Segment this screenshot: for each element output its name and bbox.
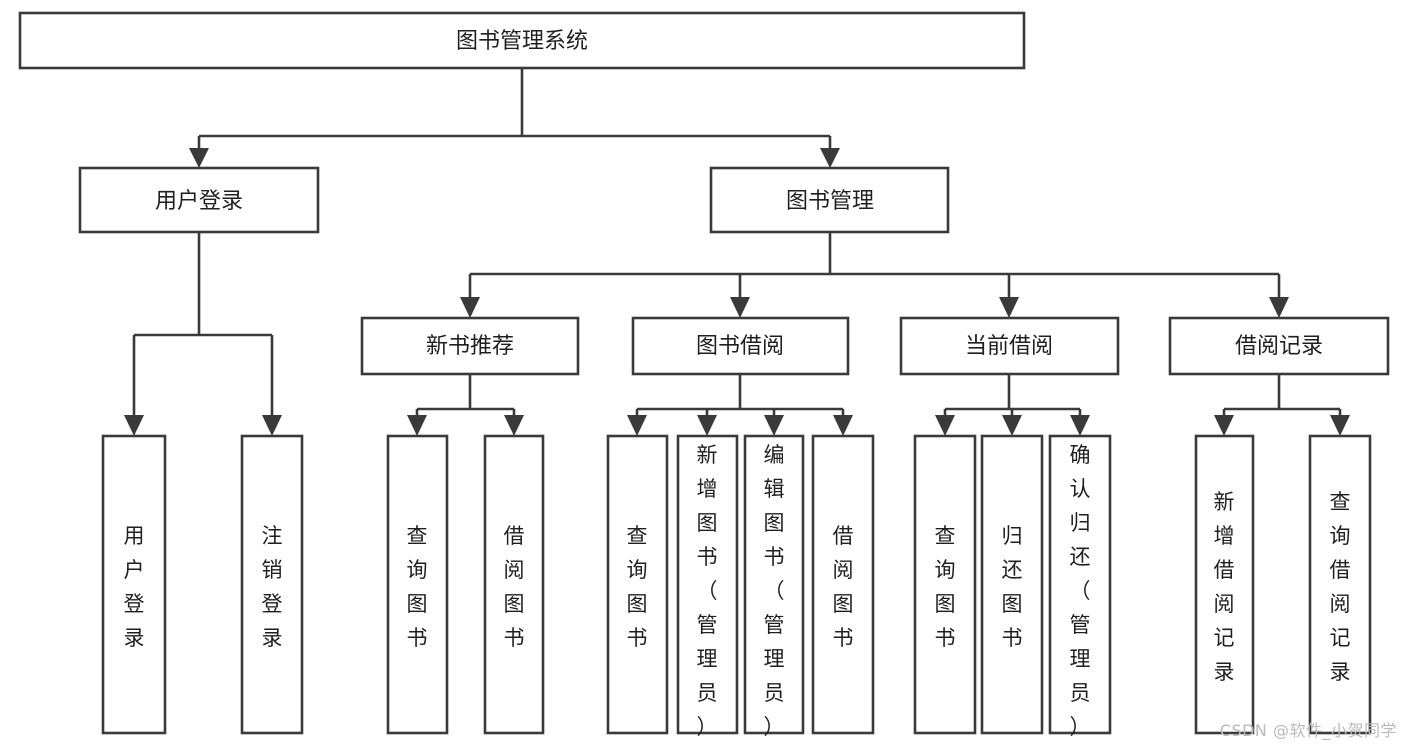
node-borrow-record-label: 借阅记录 <box>1235 334 1323 359</box>
node-layer: 图书管理系统 用户登录 图书管理 新书推荐 图书借阅 当前 <box>18 11 1390 735</box>
arrow-head-icon <box>189 148 209 168</box>
node-borrow-record-box[interactable] <box>1168 316 1390 376</box>
leaf-label-query-book-borrow: 查询图书 <box>627 524 648 650</box>
leaf-box-confirm-return[interactable] <box>1048 434 1112 735</box>
leaf-label-query-book-new: 查询图书 <box>407 524 428 650</box>
node-book-borrow-box[interactable] <box>631 316 850 376</box>
arrow-head-icon <box>407 415 427 436</box>
arrow-head-icon <box>730 297 750 318</box>
leaf-box-query-book-new[interactable] <box>386 434 449 735</box>
leaf-label-borrow-book-new: 借阅图书 <box>504 524 525 650</box>
node-book-borrow[interactable]: 图书借阅 <box>631 316 850 376</box>
leaf-box-borrow-book-new[interactable] <box>483 434 545 735</box>
arrow-head-icon <box>627 415 647 436</box>
leaf-label-edit-book-admin: 编辑图书（管理员） <box>764 443 785 739</box>
leaf-box-borrow-book[interactable] <box>811 434 875 735</box>
csdn-watermark: CSDN @软件_小贺同学 <box>1219 721 1397 740</box>
arrow-head-icon <box>504 415 524 436</box>
leaf-box-query-record[interactable] <box>1308 434 1372 735</box>
arrow-head-icon <box>764 415 784 436</box>
arrow-head-icon <box>1002 415 1022 436</box>
leaf-label-query-record: 查询借阅记录 <box>1330 490 1351 684</box>
node-root-label: 图书管理系统 <box>456 29 588 54</box>
node-current-borrow[interactable]: 当前借阅 <box>899 316 1120 376</box>
node-book-management-label: 图书管理 <box>786 189 874 214</box>
leaf-box-user-login[interactable] <box>101 434 167 735</box>
node-borrow-record[interactable]: 借阅记录 <box>1168 316 1390 376</box>
arrow-head-icon <box>999 297 1019 318</box>
leaf-label-query-book-cur: 查询图书 <box>935 524 956 650</box>
leaf-label-add-record: 新增借阅记录 <box>1214 490 1235 684</box>
leaf-box-query-book-cur[interactable] <box>913 434 977 735</box>
arrow-head-icon <box>1214 415 1234 436</box>
leaf-label-add-book-admin: 新增图书（管理员） <box>697 443 718 739</box>
node-root-box[interactable] <box>18 11 1026 70</box>
leaf-box-return-book[interactable] <box>980 434 1044 735</box>
node-current-borrow-label: 当前借阅 <box>965 334 1053 359</box>
leaf-box-query-book-borrow[interactable] <box>606 434 669 735</box>
leaf-label-confirm-return: 确认归还（管理员） <box>1070 443 1091 739</box>
node-new-book-recommend-label: 新书推荐 <box>426 334 514 359</box>
node-book-management-box[interactable] <box>709 166 950 234</box>
arrow-head-icon <box>697 415 717 436</box>
node-current-borrow-box[interactable] <box>899 316 1120 376</box>
leaf-box-add-record[interactable] <box>1194 434 1255 735</box>
connector-layer <box>124 68 1350 436</box>
leaf-label-borrow-book: 借阅图书 <box>833 524 854 650</box>
arrow-head-icon <box>460 297 480 318</box>
node-user-login-box[interactable] <box>78 166 320 234</box>
leaf-label-layer: 用户登录 注销登录 查询图书 借阅图书 查询图书 新增图书（管理员） 编辑图书（… <box>124 443 1351 739</box>
leaf-label-user-login: 用户登录 <box>124 524 145 650</box>
arrow-head-icon <box>1070 415 1090 436</box>
arrow-head-icon <box>124 415 144 436</box>
leaf-box-logout[interactable] <box>240 434 304 735</box>
leaf-label-logout: 注销登录 <box>262 524 283 650</box>
node-book-management[interactable]: 图书管理 <box>709 166 950 234</box>
arrow-head-icon <box>820 148 840 168</box>
leaf-label-return-book: 归还图书 <box>1002 524 1023 650</box>
node-new-book-recommend-box[interactable] <box>360 316 580 376</box>
arrow-head-icon <box>262 415 282 436</box>
node-book-borrow-label: 图书借阅 <box>696 334 784 359</box>
node-user-login[interactable]: 用户登录 <box>78 166 320 234</box>
node-root[interactable]: 图书管理系统 <box>18 11 1026 70</box>
arrow-head-icon <box>935 415 955 436</box>
arrow-head-icon <box>833 415 853 436</box>
arrow-head-icon <box>1330 415 1350 436</box>
leaf-box-add-book-admin[interactable] <box>676 434 739 735</box>
leaf-box-edit-book-admin[interactable] <box>743 434 805 735</box>
node-user-login-label: 用户登录 <box>155 189 243 214</box>
node-new-book-recommend[interactable]: 新书推荐 <box>360 316 580 376</box>
arrow-head-icon <box>1269 297 1289 318</box>
